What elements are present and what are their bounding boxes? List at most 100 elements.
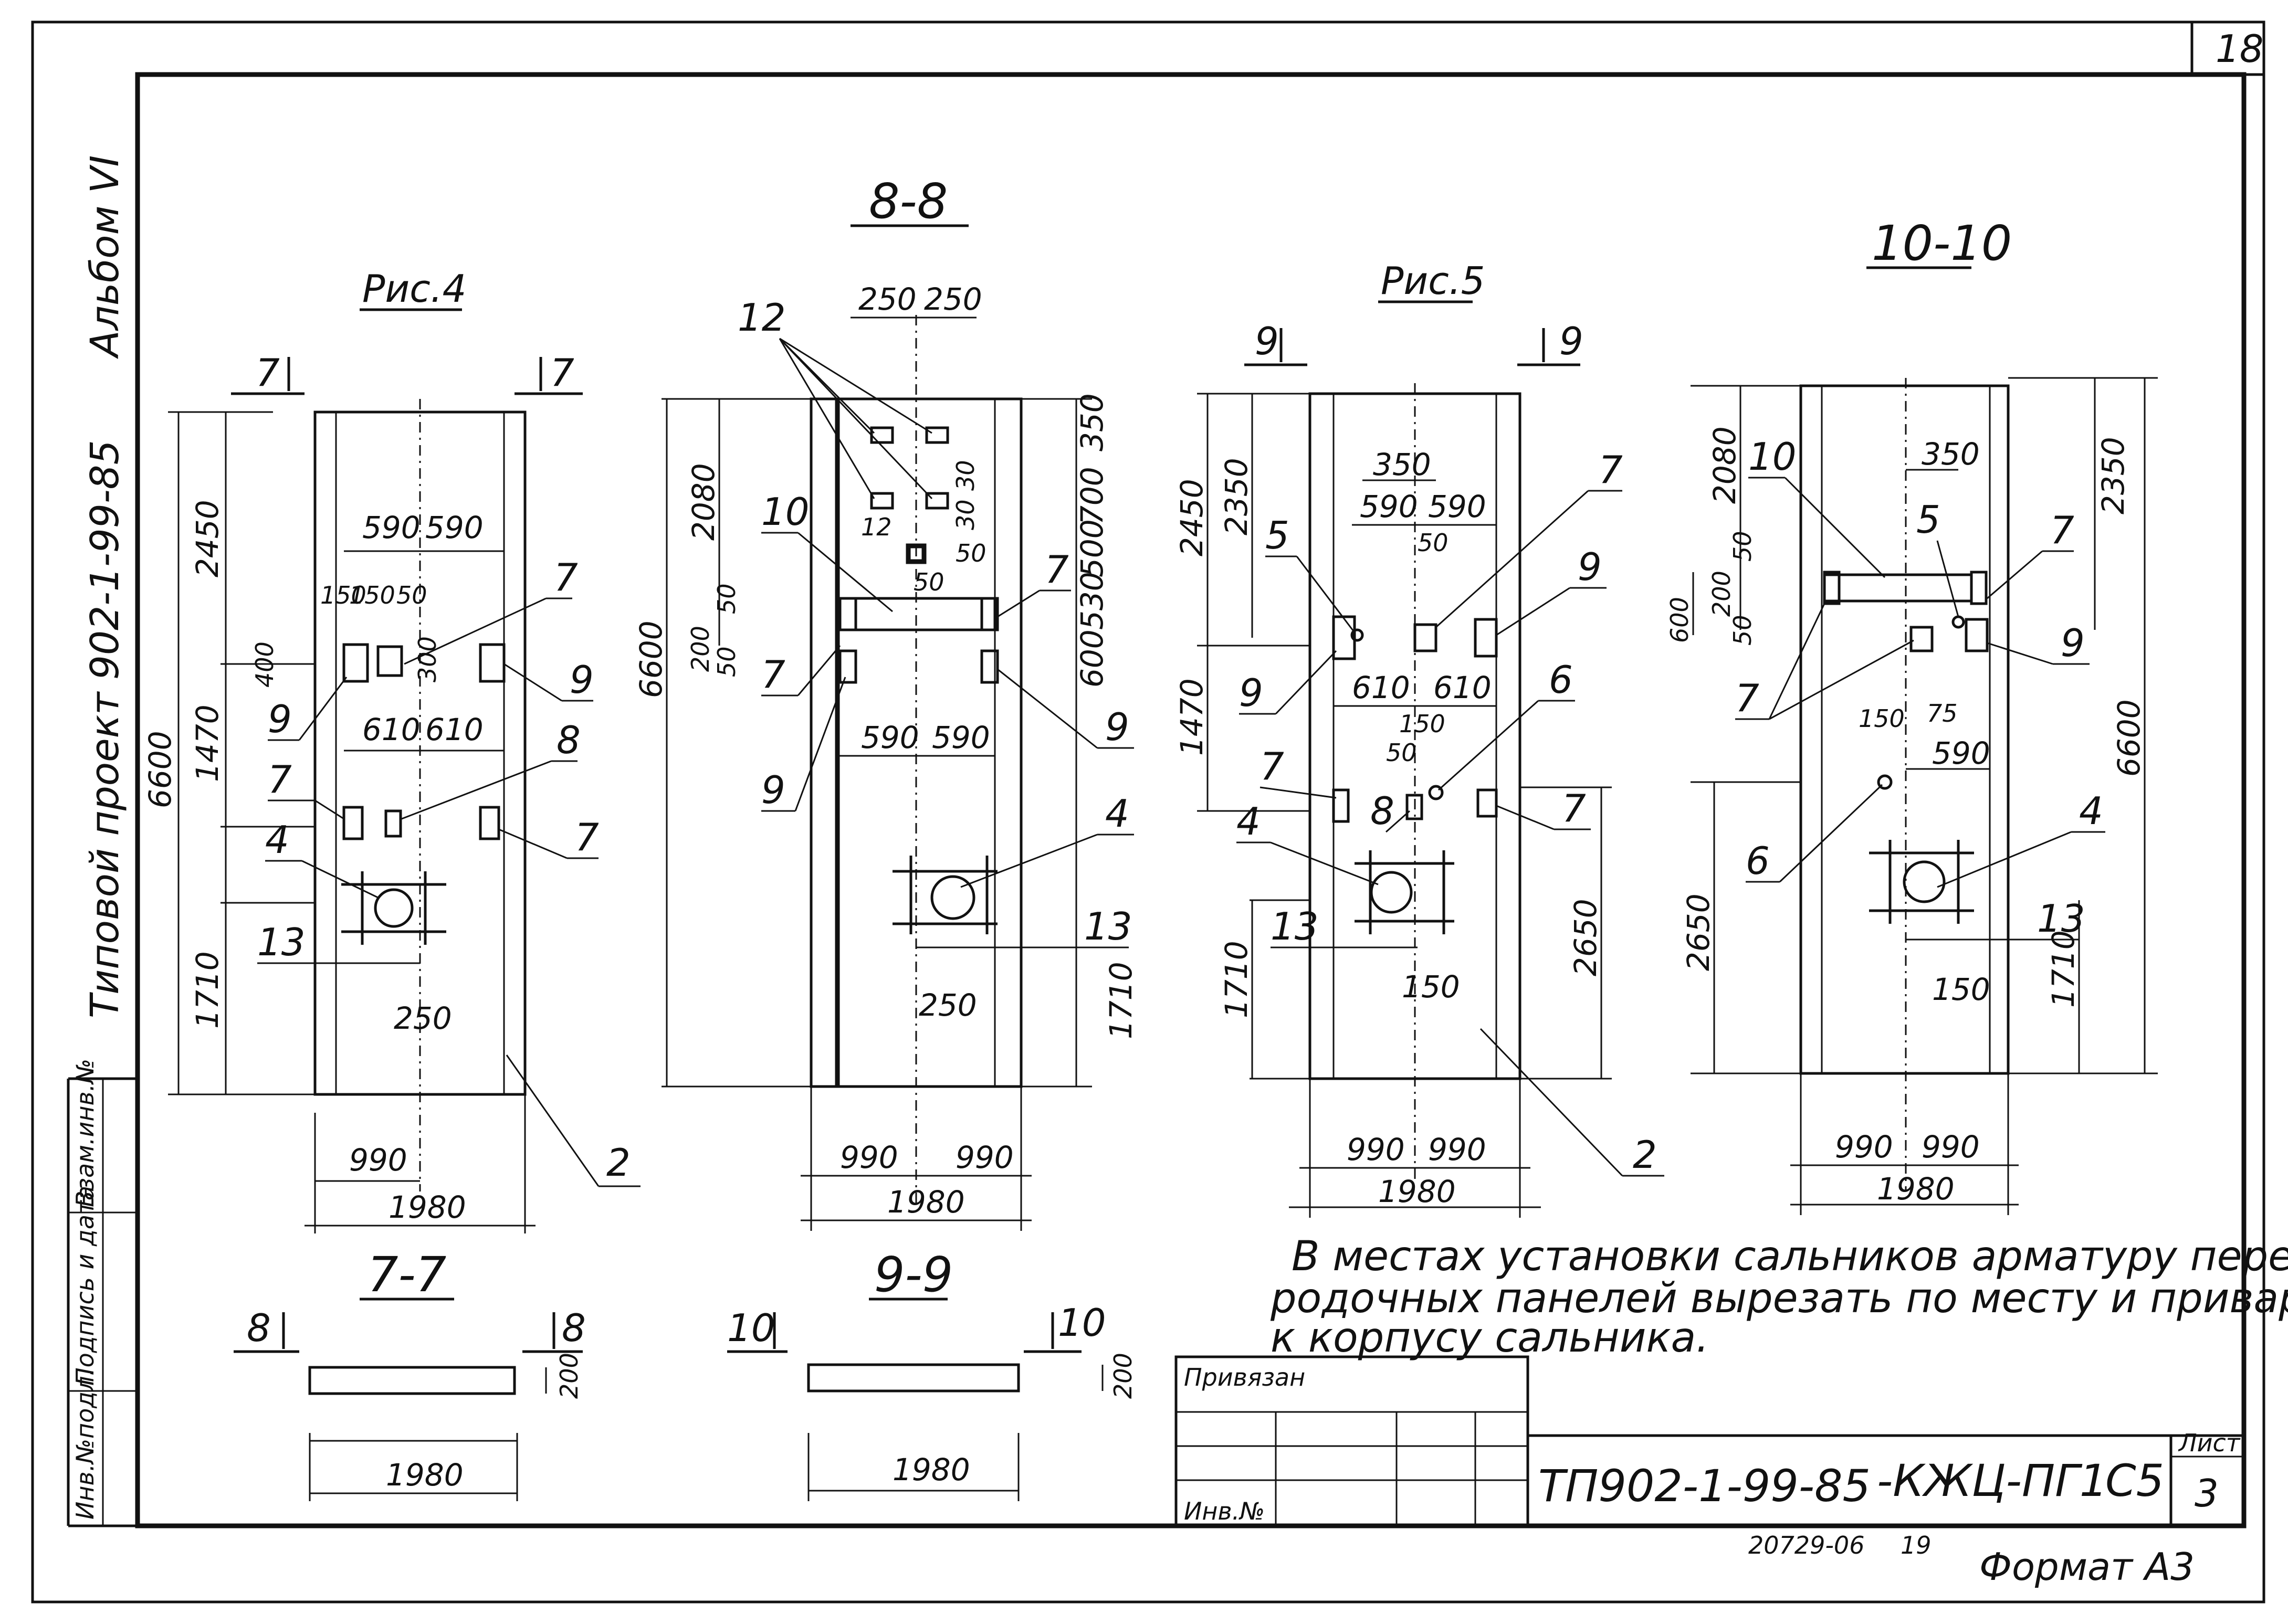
fig5-dim-990b: 990 (1428, 1132, 1486, 1167)
sec88-callout-7b: 7 (761, 652, 785, 697)
fig5-cut-left: 9 (1255, 319, 1279, 363)
sec88-dim-6600: 6600 (633, 620, 669, 698)
tb-format: Формат А3 (1979, 1545, 2195, 1589)
fig5-dim-990a: 990 (1347, 1132, 1405, 1167)
sec99-thick: 200 (1109, 1353, 1137, 1399)
fig4-callout-7c: 7 (575, 815, 599, 859)
sec88-dim-1980: 1980 (887, 1184, 965, 1220)
sec88-callout-9a: 9 (1105, 705, 1129, 749)
sec1010-dim-990b: 990 (1922, 1129, 1980, 1165)
tb-privyazan: Привязан (1184, 1363, 1305, 1391)
fig4-dim-990: 990 (349, 1142, 407, 1178)
sec88-dim-590b: 590 (932, 720, 990, 755)
sec1010-callout-5: 5 (1916, 498, 1940, 542)
section-8-8: 8-8 250 250 6600 20 (633, 173, 1139, 1231)
sec77-cut-right: 8 (562, 1306, 586, 1350)
sec88-dim-50d: 50 (914, 568, 944, 596)
fig4-callout-7b: 7 (268, 757, 292, 802)
fig4-dim-590b: 590 (425, 510, 484, 545)
section-10-10: 10-10 2080 350 2350 600 2 (1665, 215, 2158, 1215)
sec88-dim-350: 350 (1074, 393, 1110, 451)
fig4-cut-right: 7 (550, 351, 574, 395)
sec1010-dim-2350: 2350 (2095, 437, 2131, 514)
fig4-dim-2450: 2450 (190, 500, 225, 577)
fig5-cut-right: 9 (1559, 319, 1583, 363)
sec1010-callout-10: 10 (1748, 435, 1797, 479)
sec1010-title: 10-10 (1872, 215, 2012, 271)
fig5-title: Рис.5 (1381, 259, 1485, 303)
sec99-cut-left: 10 (727, 1306, 775, 1350)
fig4-dim-300: 300 (413, 636, 442, 682)
sec1010-dim-990a: 990 (1835, 1129, 1893, 1165)
sec88-callout-12b: 12 (861, 513, 892, 541)
fig4-dim-6600: 6600 (142, 731, 178, 808)
general-note: В местах установки сальников арматуру пе… (1270, 1233, 2288, 1362)
sec88-dim-50b: 50 (712, 646, 741, 677)
fig5-dim-150: 150 (1399, 710, 1445, 738)
sec1010-callout-4: 4 (2079, 789, 2103, 833)
album-label: Альбом VI (82, 155, 128, 359)
note-line-3: к корпусу сальника. (1271, 1314, 1709, 1362)
sec88-dim-200: 200 (686, 626, 715, 672)
sec88-callout-9b: 9 (761, 768, 785, 812)
side-stamp: Инв.№подл. Подпись и дата Взам.инв.№ (67, 1059, 138, 1527)
fig5-dim-1470: 1470 (1174, 678, 1210, 756)
sec88-dim-530: 530 (1074, 572, 1110, 630)
sec1010-callout-9: 9 (2061, 621, 2085, 665)
sec88-dim-50c: 50 (956, 539, 986, 567)
fig5-dim-590b: 590 (1428, 489, 1486, 524)
fig4-callout-9b: 9 (268, 697, 292, 741)
sec88-callout-13: 13 (1084, 904, 1132, 948)
fig4-dim-1470: 1470 (190, 704, 225, 782)
sec77-width: 1980 (386, 1457, 464, 1493)
stamp-podpis: Подпись и дата (71, 1186, 99, 1386)
tb-mark: -КЖЦ-ПГ1 (1877, 1455, 2107, 1506)
sec99-cut-right: 10 (1058, 1301, 1106, 1345)
note-line-2: родочных панелей вырезать по месту и при… (1270, 1275, 2288, 1322)
sec88-dim-30b: 30 (951, 499, 980, 530)
fig4-callout-2: 2 (606, 1141, 631, 1185)
fig4-dim-50: 50 (396, 581, 427, 609)
tb-suffix: С5 (2105, 1455, 2164, 1506)
sec88-dim-250c: 250 (919, 987, 977, 1023)
sec1010-dim-590: 590 (1932, 735, 1990, 771)
outer-border (31, 20, 2265, 1604)
sec1010-dim-200: 200 (1707, 571, 1736, 617)
section-7-7: 7-7 8 8 200 1980 (234, 1247, 586, 1501)
sec88-callout-12: 12 (738, 296, 786, 340)
sec77-title: 7-7 (368, 1247, 446, 1303)
sec1010-callout-6: 6 (1746, 839, 1770, 883)
note-line-1: В местах установки сальников арматуру пе… (1292, 1233, 2288, 1280)
tb-under-num: 19 (1901, 1531, 1932, 1559)
fig4-callout-13: 13 (257, 920, 306, 964)
fig4-dim-610b: 610 (425, 712, 484, 747)
fig5-dim-2650: 2650 (1568, 899, 1603, 976)
fig5-callout-9a: 9 (1578, 545, 1602, 589)
sheet-number-box (2190, 20, 2265, 76)
fig5-dim-50: 50 (1418, 529, 1449, 557)
sec88-callout-7a: 7 (1045, 547, 1069, 592)
sec99-width: 1980 (893, 1452, 970, 1488)
fig5-callout-7a: 7 (1599, 448, 1623, 492)
sec1010-dim-50a: 50 (1728, 531, 1757, 562)
fig5-callout-7b: 7 (1260, 744, 1284, 788)
fig4-title: Рис.4 (362, 267, 467, 311)
fig5-dim-1710: 1710 (1219, 941, 1254, 1018)
sec88-dim-50a: 50 (712, 583, 741, 614)
sec1010-dim-350: 350 (1922, 436, 1980, 472)
stamp-inv-podl: Инв.№подл. (71, 1368, 99, 1520)
tb-list-value: 3 (2195, 1471, 2219, 1515)
sec99-title: 9-9 (874, 1247, 953, 1303)
stamp-vzam: Взам.инв.№ (71, 1059, 99, 1207)
fig4-dim-1710: 1710 (190, 951, 225, 1029)
sec88-dim-600: 600 (1074, 629, 1110, 688)
fig4-dim-150a: 150 (320, 581, 366, 609)
project-label: Типовой проект 902-1-99-85 (82, 440, 128, 1018)
sec1010-dim-6600: 6600 (2111, 699, 2147, 777)
sec1010-dim-150b: 150 (1932, 972, 1990, 1007)
sec88-dim-250a: 250 (858, 281, 917, 317)
fig4-callout-4: 4 (265, 818, 289, 862)
fig5-callout-7c: 7 (1562, 786, 1586, 830)
tb-inv-no: Инв.№ (1184, 1497, 1265, 1525)
sheet-number: 18 (2216, 27, 2264, 71)
